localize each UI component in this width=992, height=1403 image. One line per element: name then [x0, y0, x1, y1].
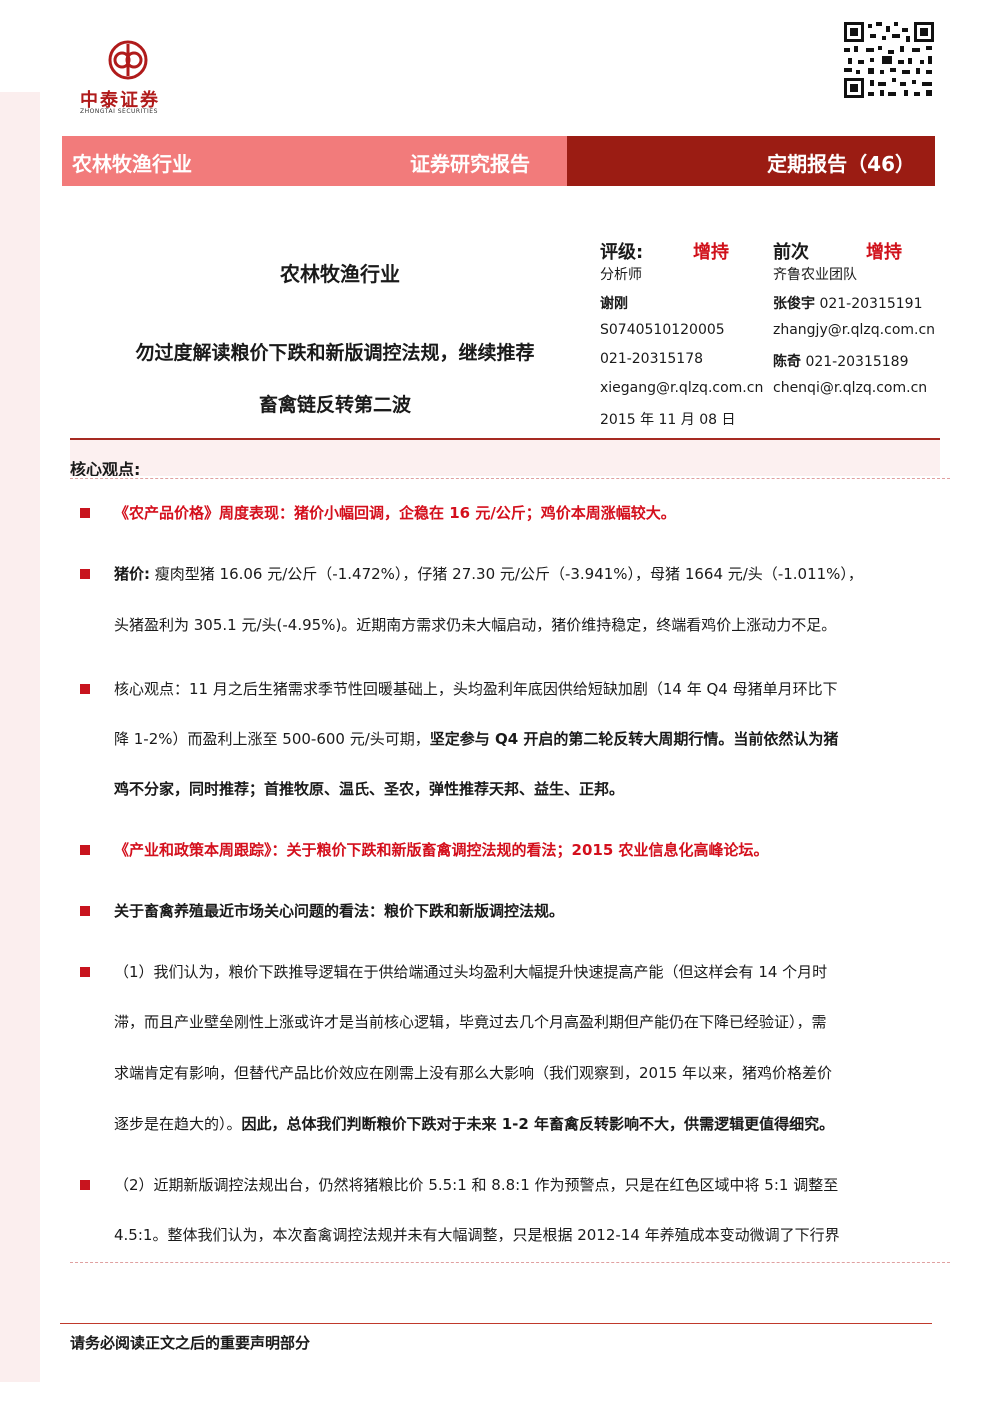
- rating-value: 增持: [693, 242, 729, 263]
- contact-1-name: 张俊宇: [773, 296, 815, 312]
- bullet-icon: [80, 1180, 90, 1190]
- logo-brand-text: 中泰证券: [80, 90, 160, 111]
- paragraph-policy-tracking: 《产业和政策本周跟踪》：关于粮价下跌和新版畜禽调控法规的看法；2015 农业信息…: [114, 841, 769, 859]
- contact-2-phone: 021-20315189: [805, 354, 909, 370]
- banner-industry: 农林牧渔行业: [72, 152, 192, 176]
- banner-left: 农林牧渔行业 证券研究报告: [62, 136, 567, 186]
- pig-price-lead: 猪价:: [114, 565, 150, 583]
- analyst-phone: 021-20315178: [600, 351, 704, 367]
- point1-part: 逐步是在趋大的）。: [114, 1115, 242, 1133]
- report-title-line1: 勿过度解读粮价下跌和新版调控法规，继续推荐: [135, 342, 535, 364]
- point1-conclusion: 因此，总体我们判断粮价下跌对于未来 1-2 年畜禽反转影响不大，供需逻辑更值得细…: [241, 1115, 835, 1133]
- qr-code-icon: [842, 20, 936, 100]
- footer-notice: 请务必阅读正文之后的重要声明部分: [70, 1334, 311, 1352]
- core-view-part: 降 1-2%）而盈利上涨至 500-600 元/头可期，: [114, 730, 430, 748]
- paragraph-core-view-line3: 鸡不分家，同时推荐；首推牧原、温氏、圣农，弹性推荐天邦、益生、正邦。: [114, 780, 625, 798]
- bullet-icon: [80, 845, 90, 855]
- contact-2-email: chenqi@r.qlzq.com.cn: [773, 380, 928, 396]
- core-view-emphasis: 坚定参与 Q4 开启的第二轮反转大周期行情。当前依然认为猪: [429, 730, 839, 748]
- content-bottom-divider: [70, 1262, 950, 1263]
- contact-1-phone: 021-20315191: [819, 296, 923, 312]
- bullet-icon: [80, 508, 90, 518]
- team-name: 齐鲁农业团队: [773, 267, 857, 283]
- paragraph-point2-line2: 4.5:1。整体我们认为，本次畜禽调控法规并未有大幅调整，只是根据 2012-1…: [114, 1226, 840, 1244]
- header-divider: [70, 438, 940, 440]
- paragraph-point2-line1: （2）近期新版调控法规出台，仍然将猪粮比价 5.5:1 和 8.8:1 作为预警…: [114, 1176, 839, 1194]
- analyst-license: S0740510120005: [600, 322, 725, 338]
- paragraph-core-view-line2: 降 1-2%）而盈利上涨至 500-600 元/头可期，坚定参与 Q4 开启的第…: [114, 726, 944, 752]
- bullet-icon: [80, 569, 90, 579]
- contact-2-name: 陈奇: [773, 354, 801, 370]
- paragraph-point1-line4: 逐步是在趋大的）。因此，总体我们判断粮价下跌对于未来 1-2 年畜禽反转影响不大…: [114, 1111, 944, 1137]
- company-logo: 中泰证券 ZHONGTAI SECURITIES: [80, 40, 178, 120]
- section-title: 核心观点:: [70, 460, 141, 476]
- analyst-email: xiegang@r.qlzq.com.cn: [600, 380, 764, 396]
- previous-rating-value: 增持: [866, 242, 902, 263]
- rating-label: 评级:: [600, 242, 644, 263]
- footer-divider: [60, 1323, 932, 1324]
- analyst-role: 分析师: [600, 267, 642, 283]
- contact-1-email: zhangjy@r.qlzq.com.cn: [773, 322, 936, 338]
- paragraph-point1-line3: 求端肯定有影响，但替代产品比价效应在刚需上没有那么大影响（我们观察到，2015 …: [114, 1064, 832, 1082]
- left-margin-bar: [0, 92, 40, 1382]
- analyst-name: 谢刚: [600, 296, 628, 312]
- banner-report-type: 证券研究报告: [410, 152, 530, 176]
- report-industry: 农林牧渔行业: [280, 262, 400, 286]
- bullet-icon: [80, 906, 90, 916]
- contact-2: 陈奇 021-20315189: [773, 351, 908, 371]
- report-date: 2015 年 11 月 08 日: [600, 412, 736, 428]
- report-title-line2: 畜禽链反转第二波: [258, 394, 411, 416]
- previous-rating-label: 前次: [773, 242, 809, 263]
- logo-mark-icon: [108, 40, 148, 80]
- banner-series: 定期报告（46）: [767, 152, 915, 176]
- paragraph-market-concerns: 关于畜禽养殖最近市场关心问题的看法：粮价下跌和新版调控法规。: [114, 902, 565, 920]
- banner-right: 定期报告（46）: [567, 136, 935, 186]
- paragraph-pig-price-line1: 猪价: 瘦肉型猪 16.06 元/公斤（-1.472%），仔猪 27.30 元/…: [114, 561, 944, 587]
- pig-price-detail: 瘦肉型猪 16.06 元/公斤（-1.472%），仔猪 27.30 元/公斤（-…: [150, 565, 863, 583]
- bullet-icon: [80, 967, 90, 977]
- paragraph-core-view-line1: 核心观点：11 月之后生猪需求季节性回暖基础上，头均盈利年底因供给短缺加剧（14…: [114, 680, 838, 698]
- paragraph-point1-line2: 滞，而且产业壁垒刚性上涨或许才是当前核心逻辑，毕竟过去几个月高盈利期但产能仍在下…: [114, 1013, 827, 1031]
- paragraph-pig-price-line2: 头猪盈利为 305.1 元/头(-4.95%)。近期南方需求仍未大幅启动，猪价维…: [114, 616, 837, 634]
- paragraph-point1-line1: （1）我们认为，粮价下跌推导逻辑在于供给端通过头均盈利大幅提升快速提高产能（但这…: [114, 963, 828, 981]
- contact-1: 张俊宇 021-20315191: [773, 293, 922, 313]
- paragraph-price-summary: 《农产品价格》周度表现：猪价小幅回调，企稳在 16 元/公斤；鸡价本周涨幅较大。: [114, 504, 676, 522]
- section-dashed-divider: [70, 478, 950, 479]
- bullet-icon: [80, 684, 90, 694]
- section-header-box: [70, 440, 940, 476]
- logo-brand-en: ZHONGTAI SECURITIES: [80, 108, 158, 115]
